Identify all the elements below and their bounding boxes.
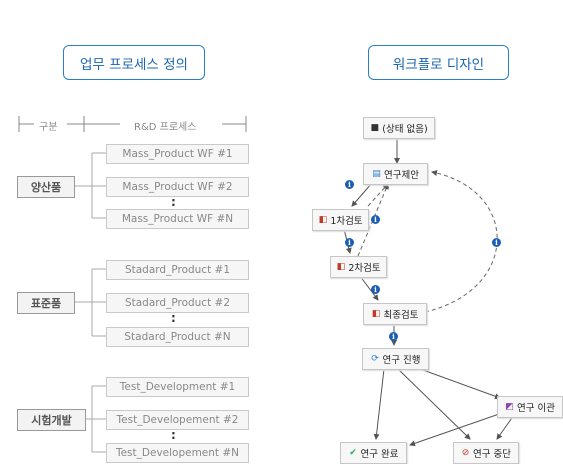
process-item: Stadard_Product #1 — [106, 260, 249, 280]
square-icon: ■ — [370, 122, 380, 133]
document-icon: ▤ — [372, 168, 381, 179]
cycle-icon: ⟳ — [371, 353, 379, 364]
node-no-status[interactable]: ■ (상태 없음) — [363, 117, 435, 139]
node-label: 연구 이관 — [517, 403, 555, 414]
info-icon[interactable]: i — [345, 238, 354, 247]
node-label: 최종검토 — [383, 310, 419, 321]
header-rnd-process: R&D 프로세스 — [134, 122, 197, 133]
review-icon: ◧ — [318, 214, 328, 225]
node-final-review[interactable]: ◧ 최종검토 — [363, 303, 427, 325]
ellipsis: : — [171, 195, 176, 209]
stop-icon: ⊘ — [461, 447, 470, 458]
node-first-review[interactable]: ◧ 1차검토 — [312, 209, 369, 231]
process-item: Mass_Product WF #2 — [106, 177, 249, 197]
header-category: 구분 — [39, 122, 58, 133]
ellipsis: : — [171, 428, 176, 442]
node-in-progress[interactable]: ⟳ 연구 진행 — [362, 348, 429, 370]
process-item: Stadard_Product #2 — [106, 293, 249, 313]
review-icon: ◧ — [371, 308, 381, 319]
node-label: 연구 진행 — [382, 355, 421, 366]
node-label: (상태 없음) — [382, 124, 428, 135]
info-icon[interactable]: i — [345, 180, 354, 189]
process-item: Mass_Product WF #1 — [106, 144, 249, 164]
category-standard-product: 표준품 — [17, 292, 75, 314]
info-icon[interactable]: i — [492, 238, 501, 247]
title-workflow-design: 워크플로 디자인 — [368, 45, 509, 80]
node-stopped[interactable]: ⊘ 연구 중단 — [453, 442, 519, 464]
title-process-definition: 업무 프로세스 정의 — [63, 45, 205, 80]
node-label: 연구 완료 — [360, 449, 399, 460]
checkmark-icon: ✔ — [349, 447, 357, 458]
info-icon[interactable]: i — [371, 215, 380, 224]
node-second-review[interactable]: ◧ 2차검토 — [330, 256, 387, 278]
node-complete[interactable]: ✔ 연구 완료 — [340, 442, 407, 464]
review-icon: ◧ — [336, 261, 346, 272]
info-icon[interactable]: i — [389, 332, 398, 341]
info-icon[interactable]: i — [371, 285, 380, 294]
category-mass-product: 양산품 — [17, 176, 75, 198]
process-item: Test_Developement #2 — [106, 410, 249, 430]
transfer-icon: ◩ — [505, 401, 514, 412]
node-transfer[interactable]: ◩ 연구 이관 — [497, 396, 563, 418]
process-item: Test_Development #1 — [106, 377, 249, 397]
process-item: Stadard_Product #N — [106, 327, 249, 347]
node-proposal[interactable]: ▤ 연구제안 — [363, 163, 428, 185]
process-item: Mass_Product WF #N — [106, 209, 249, 229]
process-item: Test_Developement #N — [106, 443, 249, 463]
node-label: 연구제안 — [384, 170, 419, 181]
node-label: 연구 중단 — [473, 449, 511, 460]
ellipsis: : — [171, 311, 176, 325]
node-label: 2차검토 — [348, 263, 381, 274]
category-test-development: 시험개발 — [17, 409, 86, 431]
node-label: 1차검토 — [330, 216, 363, 227]
